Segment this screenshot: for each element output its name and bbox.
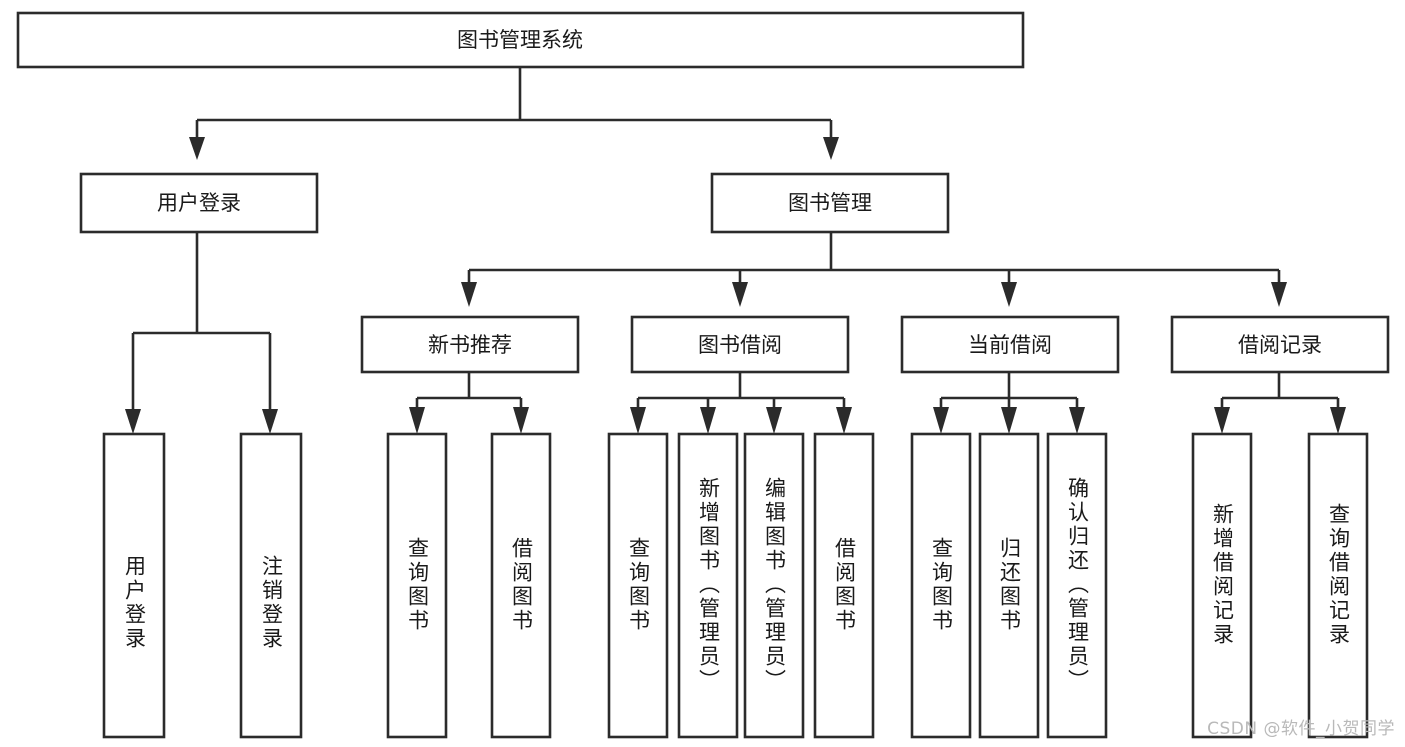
- node-label-borrow-record: 借阅记录: [1238, 333, 1322, 357]
- node-box-leaf-return-book[interactable]: [978, 432, 1040, 739]
- arrow-head-leaf-query-record: [1330, 407, 1346, 434]
- node-box-leaf-borrow-book-1[interactable]: [490, 432, 552, 739]
- arrow-head-leaf-logout: [262, 409, 278, 434]
- arrow-head-current-borrow: [1001, 282, 1017, 307]
- node-label-book-borrow: 图书借阅: [698, 333, 782, 357]
- node-box-leaf-confirm-return[interactable]: [1046, 432, 1108, 739]
- arrow-head-book-borrow: [732, 282, 748, 307]
- arrow-head-leaf-user-login: [125, 409, 141, 434]
- node-box-leaf-user-login[interactable]: [102, 432, 166, 739]
- node-label-book-manage: 图书管理: [788, 191, 872, 215]
- arrow-head-leaf-borrow-book-1: [513, 407, 529, 434]
- arrow-head-leaf-query-book-1: [409, 407, 425, 434]
- node-label-root: 图书管理系统: [457, 28, 583, 52]
- node-box-leaf-query-book-2[interactable]: [607, 432, 669, 739]
- watermark-text: CSDN @软件_小贺同学: [1207, 719, 1395, 739]
- arrow-head-borrow-record: [1271, 282, 1287, 307]
- node-box-book-manage[interactable]: [710, 172, 950, 234]
- connector-group-borrow-record: [1214, 372, 1346, 434]
- node-box-leaf-edit-book[interactable]: [743, 432, 805, 739]
- node-box-leaf-add-record[interactable]: [1191, 432, 1253, 739]
- node-label-new-book-rec: 新书推荐: [428, 333, 512, 357]
- connector-group-current-borrow: [933, 372, 1085, 434]
- arrow-head-book-manage: [823, 137, 839, 160]
- arrow-head-user-login: [189, 137, 205, 160]
- node-box-new-book-rec[interactable]: [360, 315, 580, 374]
- connector-group-new-book-rec: [409, 372, 529, 434]
- arrow-head-leaf-confirm-return: [1069, 407, 1085, 434]
- arrow-head-new-book-rec: [461, 282, 477, 307]
- node-box-leaf-add-book[interactable]: [677, 432, 739, 739]
- node-box-leaf-borrow-book-2[interactable]: [813, 432, 875, 739]
- node-box-leaf-query-book-1[interactable]: [386, 432, 448, 739]
- connector-group-book-borrow: [630, 372, 852, 434]
- node-box-leaf-query-record[interactable]: [1307, 432, 1369, 739]
- node-box-book-borrow[interactable]: [630, 315, 850, 374]
- arrow-head-leaf-query-book-3: [933, 407, 949, 434]
- node-box-root[interactable]: [16, 11, 1025, 69]
- connector-group-root: [189, 67, 839, 160]
- node-box-leaf-query-book-3[interactable]: [910, 432, 972, 739]
- arrow-head-leaf-edit-book: [766, 407, 782, 434]
- node-label-current-borrow: 当前借阅: [968, 333, 1052, 357]
- node-box-borrow-record[interactable]: [1170, 315, 1390, 374]
- arrow-head-leaf-return-book: [1001, 407, 1017, 434]
- node-label-user-login: 用户登录: [157, 191, 241, 215]
- node-box-leaf-logout[interactable]: [239, 432, 303, 739]
- arrow-head-leaf-add-record: [1214, 407, 1230, 434]
- connector-group-book-manage: [461, 232, 1287, 307]
- arrow-head-leaf-add-book: [700, 407, 716, 434]
- node-box-current-borrow[interactable]: [900, 315, 1120, 374]
- connector-group-user-login: [125, 232, 278, 434]
- arrow-head-leaf-query-book-2: [630, 407, 646, 434]
- node-box-user-login[interactable]: [79, 172, 319, 234]
- arrow-head-leaf-borrow-book-2: [836, 407, 852, 434]
